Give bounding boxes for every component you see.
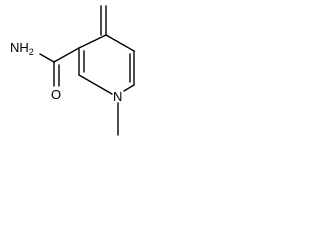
ring-nitrogen-label: N — [113, 89, 122, 104]
bond-layer — [39, 5, 135, 136]
amide-nh2-bond — [39, 53, 55, 63]
ring-bond-c6-n1 — [123, 84, 135, 92]
ring-bond-c4-c5 — [105, 34, 135, 52]
carbonyl-oxygen-label: O — [51, 87, 61, 102]
amide-nitrogen-label: NH2 — [10, 40, 34, 57]
molecule-diagram: NH2 O N — [10, 5, 135, 136]
atom-label-layer: NH2 O N — [10, 40, 122, 104]
ring-bond-c3-c4 — [78, 34, 107, 49]
amide-carbon-bond — [53, 47, 80, 63]
ring-bond-n1-c2 — [78, 74, 113, 95]
